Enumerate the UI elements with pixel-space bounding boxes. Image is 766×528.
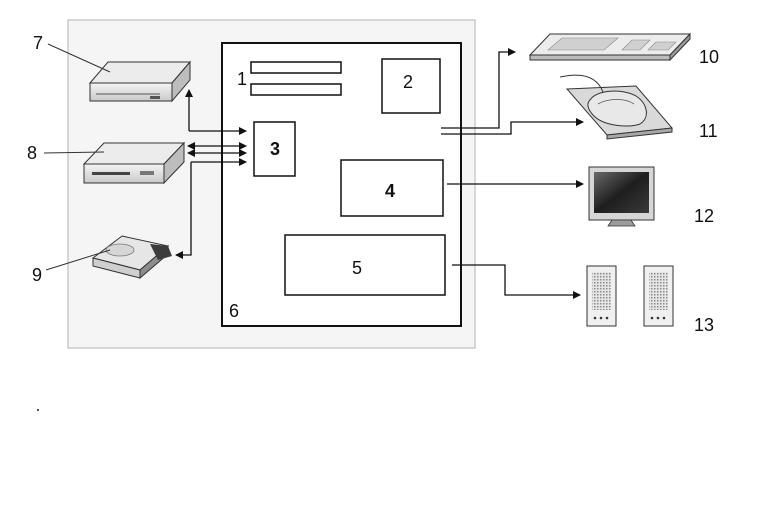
- label-1: 1: [237, 69, 248, 89]
- label-6: 6: [229, 301, 240, 321]
- block-3: [253, 121, 296, 177]
- speakers-icon: [586, 265, 674, 327]
- label-8: 8: [27, 143, 38, 163]
- memory-slot-2: [250, 83, 342, 96]
- label-10: 10: [699, 47, 720, 67]
- leader-line-7: [47, 43, 111, 73]
- label-9: 9: [32, 265, 43, 285]
- optical-drive-icon: [88, 60, 192, 103]
- leader-line-8: [43, 151, 105, 154]
- connector-to-speakers: [452, 264, 581, 299]
- label-13: 13: [694, 315, 715, 335]
- mouse-icon: [559, 74, 673, 140]
- monitor-icon: [588, 166, 655, 227]
- connector-to-mouse: [441, 118, 584, 135]
- block-5: [284, 234, 446, 296]
- floppy-drive-icon: [82, 141, 186, 185]
- connector-to-keyboard: [441, 48, 516, 129]
- label-3: 3: [270, 139, 281, 159]
- label-2: 2: [403, 72, 414, 92]
- leader-line-9: [45, 249, 111, 271]
- label-5: 5: [352, 258, 363, 278]
- label-11: 11: [699, 121, 718, 141]
- connector-9-down: [175, 162, 192, 259]
- label-7: 7: [33, 33, 44, 53]
- stray-mark: [37, 409, 39, 411]
- block-2: [381, 58, 441, 114]
- hard-drive-icon: [91, 235, 172, 280]
- label-12: 12: [694, 206, 715, 226]
- keyboard-icon: [528, 32, 692, 62]
- label-4: 4: [385, 181, 396, 201]
- block-4: [340, 159, 444, 217]
- memory-slot-1: [250, 61, 342, 74]
